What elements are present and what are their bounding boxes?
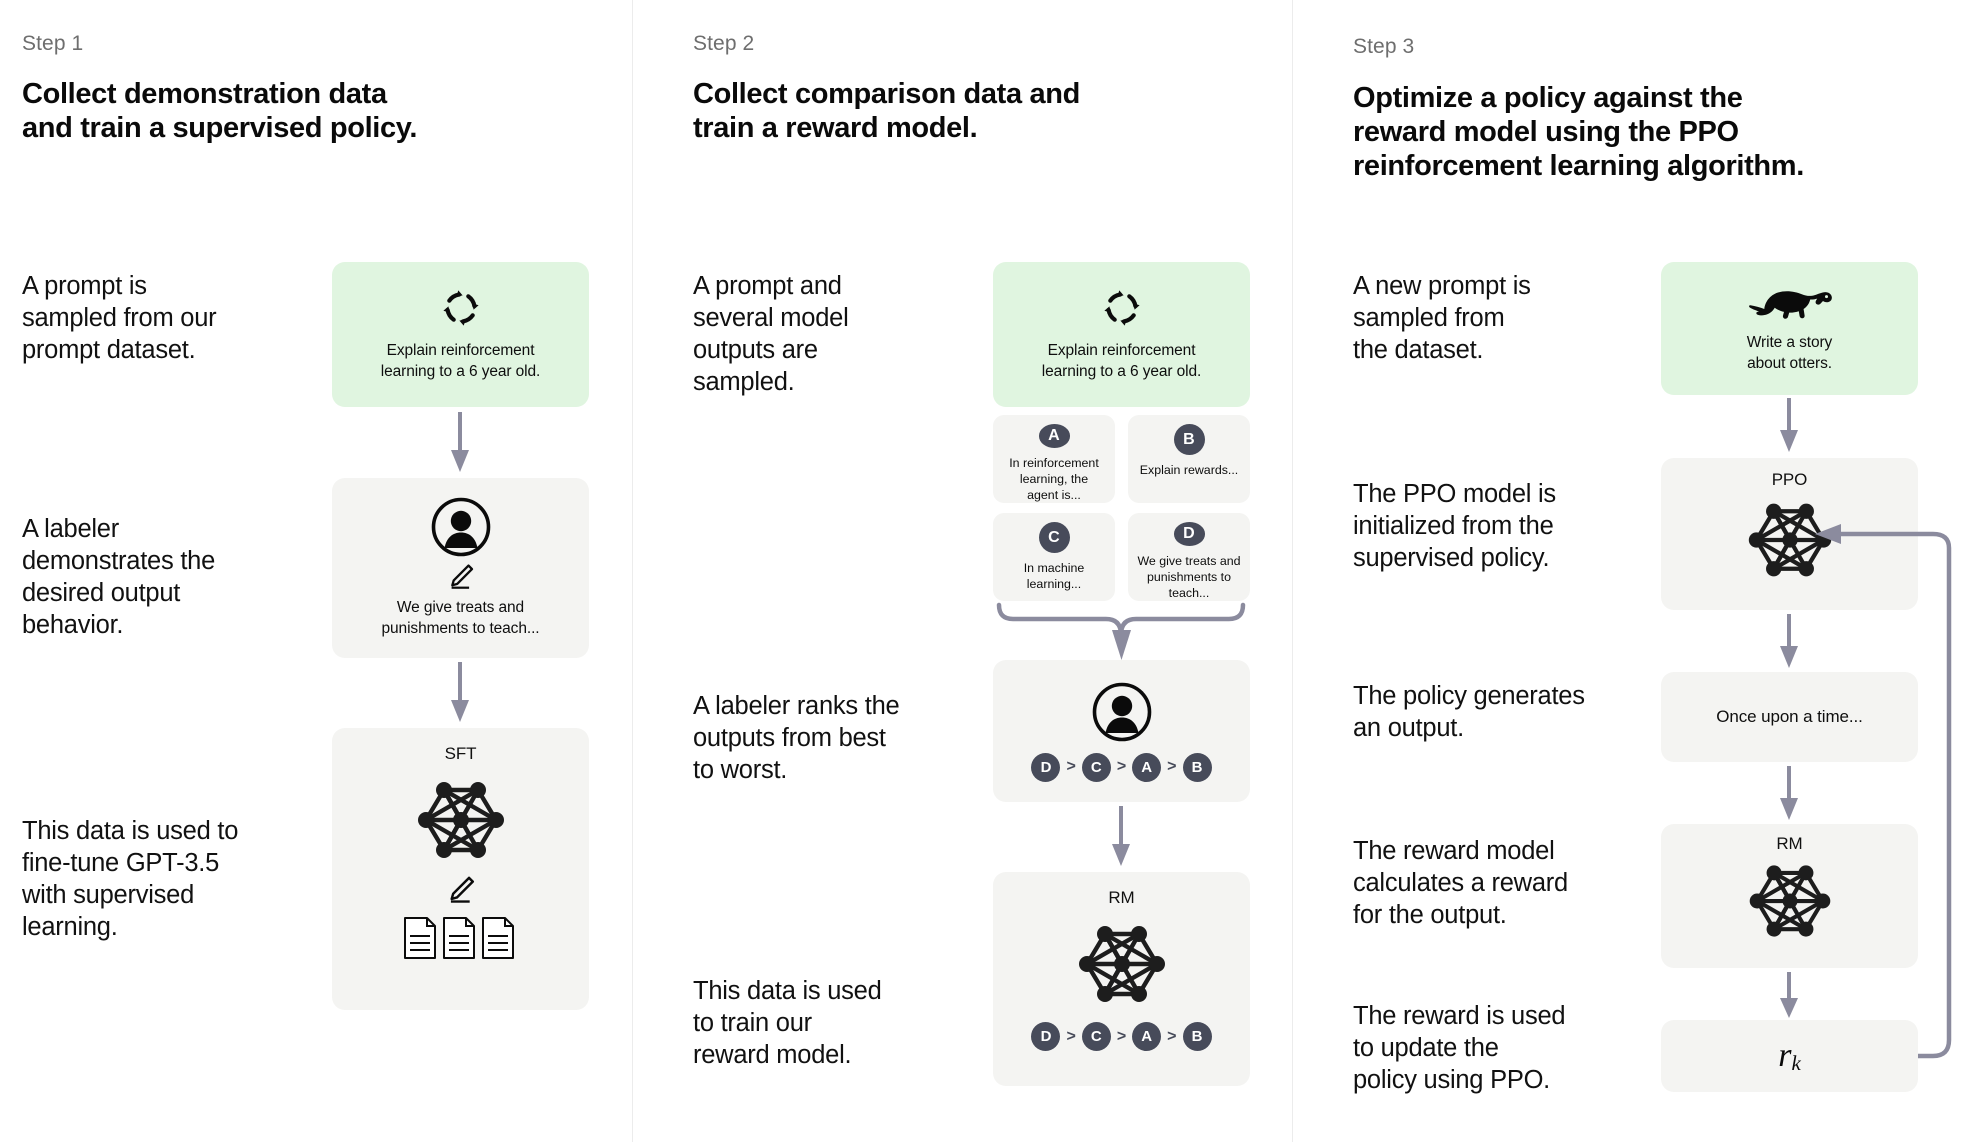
step-3-rm-card[interactable]: RM <box>1661 824 1918 968</box>
option-card-a[interactable]: A In reinforcement learning, the agent i… <box>993 415 1115 503</box>
step-2-prompt-card[interactable]: Explain reinforcement learning to a 6 ye… <box>993 262 1250 407</box>
rank-badge-3: A <box>1132 752 1162 782</box>
step-1-label: Step 1 <box>22 32 84 55</box>
option-badge-c: C <box>1038 522 1070 553</box>
step-1-title: Collect demonstration data and train a s… <box>22 78 418 144</box>
step-1-sft-card[interactable]: SFT <box>332 728 589 1010</box>
step-3-ppo-card[interactable]: PPO <box>1661 458 1918 610</box>
rank-badge-4: B <box>1182 752 1212 782</box>
step-3-label: Step 3 <box>1353 35 1415 58</box>
rm-rank-badge-1: D <box>1031 1022 1061 1051</box>
step-3-narrative-5: The reward is used to update the policy … <box>1353 1002 1566 1095</box>
person-icon <box>430 496 492 558</box>
option-text-c: In machine learning... <box>1023 561 1085 592</box>
option-card-d[interactable]: D We give treats and punishments to teac… <box>1128 513 1250 601</box>
option-text-b: Explain rewards... <box>1139 463 1239 477</box>
neural-network-icon <box>1065 916 1179 1012</box>
step-2-prompt-text: Explain reinforcement learning to a 6 ye… <box>1041 341 1202 380</box>
step-1-prompt-card[interactable]: Explain reinforcement learning to a 6 ye… <box>332 262 589 407</box>
step-3-narrative-2: The PPO model is initialized from the su… <box>1353 480 1556 573</box>
step-3-ppo-title: PPO <box>1771 470 1808 489</box>
rank-separator-2: > <box>1116 758 1127 775</box>
step-3-rm-title: RM <box>1776 834 1803 853</box>
reward-formula-base: r <box>1778 1036 1792 1074</box>
person-icon <box>1091 681 1153 743</box>
step-2-title: Collect comparison data and train a rewa… <box>693 78 1080 144</box>
step-1-prompt-text: Explain reinforcement learning to a 6 ye… <box>380 341 541 380</box>
step-1-column: Step 1 Collect demonstration data and tr… <box>0 0 632 1142</box>
option-badge-b: B <box>1173 424 1205 455</box>
rm-rank-badge-2: C <box>1081 1022 1111 1051</box>
step-3-title: Optimize a policy against the reward mod… <box>1353 82 1804 182</box>
neural-network-icon <box>404 772 518 868</box>
step-2-rm-title: RM <box>1108 888 1135 907</box>
option-text-a: In reinforcement learning, the agent is.… <box>1009 455 1099 502</box>
step-3-column: Step 3 Optimize a policy against the rew… <box>1293 0 1964 1142</box>
pencil-icon <box>446 874 476 904</box>
documents-icon <box>403 916 519 960</box>
rank-badge-2: C <box>1081 752 1111 782</box>
rank-separator-1: > <box>1066 758 1076 775</box>
neural-network-icon <box>1735 494 1845 586</box>
option-text-d: We give treats and punishments to teach.… <box>1137 553 1241 600</box>
rm-rank-separator-2: > <box>1116 1027 1127 1045</box>
refresh-cycle-icon <box>1101 287 1143 329</box>
rank-separator-3: > <box>1167 758 1177 775</box>
otter-icon <box>1746 283 1834 323</box>
column-divider-2 <box>1292 0 1293 1142</box>
reward-formula-subscript: k <box>1791 1050 1801 1075</box>
option-card-b[interactable]: B Explain rewards... <box>1128 415 1250 503</box>
rank-badge-1: D <box>1031 752 1061 782</box>
option-card-c[interactable]: C In machine learning... <box>993 513 1115 601</box>
step-1-narrative-2: A labeler demonstrates the desired outpu… <box>22 515 216 640</box>
step-3-narrative-1: A new prompt is sampled from the dataset… <box>1353 272 1531 365</box>
step-1-narrative-3: This data is used to fine-tune GPT-3.5 w… <box>22 817 239 942</box>
rm-rank-badge-4: B <box>1182 1022 1212 1051</box>
reward-formula: rk <box>1778 1037 1801 1076</box>
step-2-rm-card[interactable]: RM <box>993 872 1250 1086</box>
option-badge-d: D <box>1173 522 1205 546</box>
neural-network-icon <box>1736 856 1844 946</box>
option-badge-a: A <box>1038 424 1070 448</box>
step-3-output-card[interactable]: Once upon a time... <box>1661 672 1918 762</box>
rm-rank-separator-1: > <box>1066 1027 1076 1045</box>
step-3-reward-card[interactable]: rk <box>1661 1020 1918 1092</box>
step-1-labeler-text: We give treats and punishments to teach.… <box>381 599 540 637</box>
step-2-column: Step 2 Collect comparison data and train… <box>633 0 1292 1142</box>
column-divider-1 <box>632 0 633 1142</box>
step-2-labeler-card[interactable]: D > C > A > B <box>993 660 1250 802</box>
rm-rank-separator-3: > <box>1167 1027 1177 1045</box>
step-3-output-text: Once upon a time... <box>1716 706 1863 726</box>
step-1-narrative-1: A prompt is sampled from our prompt data… <box>22 272 217 365</box>
step-1-sft-title: SFT <box>444 744 477 763</box>
rm-rank-badge-3: A <box>1132 1022 1162 1051</box>
step-2-narrative-1: A prompt and several model outputs are s… <box>693 272 849 397</box>
step-2-ranking-row: D > C > A > B <box>1031 752 1212 782</box>
pencil-icon <box>447 562 475 590</box>
step-3-prompt-text: Write a story about otters. <box>1746 333 1833 372</box>
step-3-prompt-card[interactable]: Write a story about otters. <box>1661 262 1918 395</box>
step-2-rm-ranking-row: D > C > A > B <box>1031 1022 1212 1051</box>
step-2-label: Step 2 <box>693 32 755 55</box>
step-1-labeler-card[interactable]: We give treats and punishments to teach.… <box>332 478 589 658</box>
refresh-cycle-icon <box>440 287 482 329</box>
step-3-narrative-3: The policy generates an output. <box>1353 682 1585 743</box>
step-2-narrative-3: This data is used to train our reward mo… <box>693 977 882 1070</box>
step-3-narrative-4: The reward model calculates a reward for… <box>1353 837 1568 930</box>
step-2-narrative-2: A labeler ranks the outputs from best to… <box>693 692 900 785</box>
